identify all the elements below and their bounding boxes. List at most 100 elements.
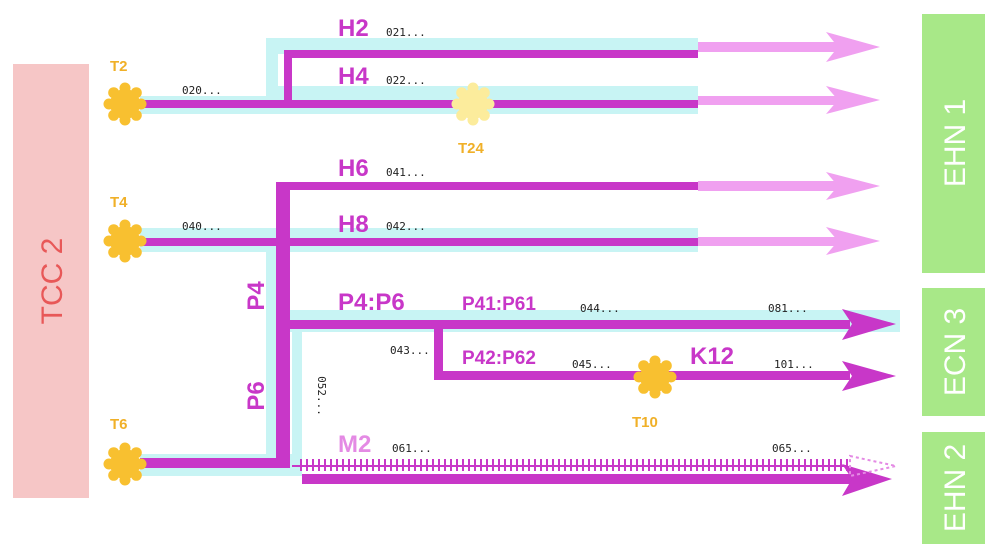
h2-arrow-head [826,32,880,62]
m2-tick [672,459,674,471]
m2-tick [750,459,752,471]
m2-tick [582,459,584,471]
code-043: 043... [390,344,430,357]
ecn3-block: ECN 3 [922,288,985,416]
t10-label: T10 [632,414,658,431]
m2-tick [600,459,602,471]
m2-tick [666,459,668,471]
m2-tick [540,459,542,471]
m2-tick [318,459,320,471]
t6-label: T6 [110,416,128,433]
m2-tick [354,459,356,471]
t2-label: T2 [110,58,128,75]
code-044: 044... [580,302,620,315]
beam-p4p6-arrow-head [842,309,896,340]
ehn2-block: EHN 2 [922,432,985,544]
h6-arrow-head [826,172,880,200]
halo-h2-vertical [266,38,278,106]
target-t2: T2 [103,58,147,126]
code-042: 042... [386,220,426,233]
m2-tick [828,459,830,471]
m2-tick [492,459,494,471]
t10-star-icon [633,355,677,399]
code-labels: 020... 021... 022... 040... 041... 042..… [182,26,814,455]
m2-tick [384,459,386,471]
code-021: 021... [386,26,426,39]
code-081: 081... [768,302,808,315]
m2-arrow-head [849,454,897,478]
m2-tick [348,459,350,471]
ecn3-background [922,288,985,416]
ehn1-background [922,14,985,273]
beam-labels: H2 H4 H6 H8 P4:P6 P41:P61 P42:P62 K12 M2… [243,15,734,458]
m2-tick [330,459,332,471]
m2-tick [612,459,614,471]
beam-branch-043-vertical [434,329,443,379]
m2-tick [588,459,590,471]
m2-tick [390,459,392,471]
m2-tick [720,459,722,471]
m2-tick [816,459,818,471]
beam-p4p6-horizontal [290,320,850,329]
m2-tick [702,459,704,471]
m2-tick [714,459,716,471]
m2-tick [456,459,458,471]
m2-tick [696,459,698,471]
code-061: 061... [392,442,432,455]
h4-arrow-head [826,86,880,114]
m2-tick [474,459,476,471]
beam-lines [140,50,896,496]
code-101: 101... [774,358,814,371]
m2-tick [636,459,638,471]
target-t10: T10 [632,355,677,431]
m2-tick [432,459,434,471]
ghost-arrows [698,32,880,255]
m2-tick [756,459,758,471]
label-p4: P4 [243,281,270,311]
m2-tick [426,459,428,471]
m2-tick [414,459,416,471]
m2-tick [366,459,368,471]
beam-t6-main [140,458,290,468]
t24-label: T24 [458,140,485,157]
tcc2-background [13,64,89,498]
m2-line-baseline [292,465,847,467]
target-t4: T4 [103,194,147,263]
beam-t4-main [140,238,698,246]
label-p42p62: P42:P62 [462,348,536,369]
m2-tick [300,459,302,471]
m2-tick [324,459,326,471]
h8-arrow-shaft [698,237,840,246]
ehn2-label: EHN 2 [939,444,972,532]
h2-arrow-shaft [698,42,840,52]
m2-tick [408,459,410,471]
m2-tick [444,459,446,471]
m2-tick [780,459,782,471]
m2-tick [396,459,398,471]
t24-star-icon [451,82,495,126]
m2-tick [486,459,488,471]
code-020: 020... [182,84,222,97]
t6-star-icon [103,442,147,486]
m2-tick [786,459,788,471]
beam-m2-lower-arrow-head [842,464,892,496]
m2-tick [690,459,692,471]
label-k12: K12 [690,343,734,370]
beam-h2-horizontal [284,50,698,58]
m2-tick [618,459,620,471]
m2-tick [654,459,656,471]
m2-tick [708,459,710,471]
m2-tick [648,459,650,471]
m2-tick [420,459,422,471]
m2-tick [678,459,680,471]
m2-tick [762,459,764,471]
m2-tick [342,459,344,471]
m2-tick [624,459,626,471]
h8-arrow-head [826,227,880,255]
h6-arrow [698,172,880,200]
label-p41p61: P41:P61 [462,294,536,315]
m2-ticked-line [292,454,897,478]
m2-tick [552,459,554,471]
m2-tick [732,459,734,471]
